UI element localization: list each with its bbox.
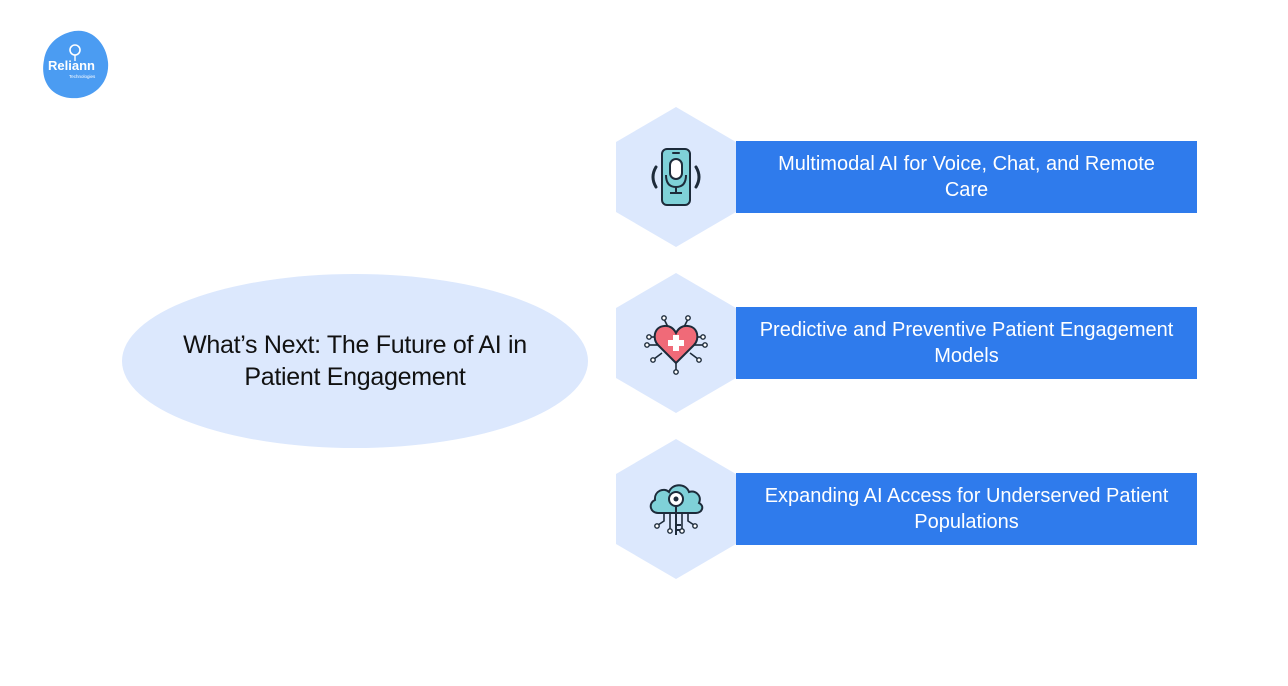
topic-label: Multimodal AI for Voice, Chat, and Remot… xyxy=(778,153,1155,201)
topic-hexagon xyxy=(616,107,736,247)
topic-bar: Predictive and Preventive Patient Engage… xyxy=(736,307,1197,379)
central-topic-title: What’s Next: The Future of AI in Patient… xyxy=(183,331,527,391)
topic-bar: Expanding AI Access for Underserved Pati… xyxy=(736,473,1197,545)
heart-circuit-icon xyxy=(644,315,708,375)
topic-item-expanding-access: Expanding AI Access for Underserved Pati… xyxy=(616,439,1198,579)
topic-bar: Multimodal AI for Voice, Chat, and Remot… xyxy=(736,141,1197,213)
topic-hexagon xyxy=(616,439,736,579)
logo-tagline-text: Technologies xyxy=(69,74,96,79)
smartphone-microphone-icon xyxy=(651,148,701,206)
cloud-key-icon xyxy=(649,484,704,535)
topic-item-multimodal-ai: Multimodal AI for Voice, Chat, and Remot… xyxy=(616,107,1198,247)
topic-item-predictive-models: Predictive and Preventive Patient Engage… xyxy=(616,273,1198,413)
company-logo: Reliann Technologies xyxy=(40,28,112,100)
topic-label: Expanding AI Access for Underserved Pati… xyxy=(764,485,1169,533)
central-topic-oval: What’s Next: The Future of AI in Patient… xyxy=(122,274,588,448)
topic-hexagon xyxy=(616,273,736,413)
logo-brand-text: Reliann xyxy=(48,58,95,73)
topic-label: Predictive and Preventive Patient Engage… xyxy=(759,319,1174,367)
